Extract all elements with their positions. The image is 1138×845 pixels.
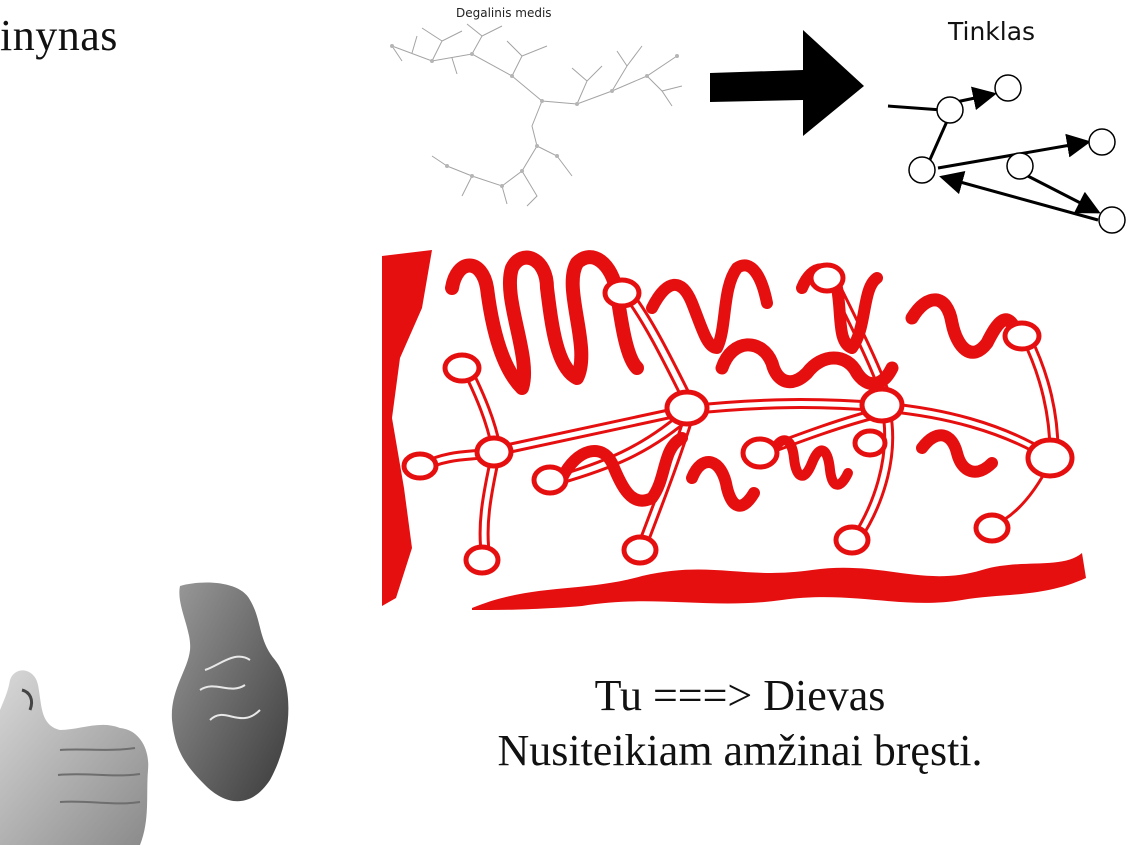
red-channel	[630, 290, 690, 395]
red-squiggle	[722, 345, 892, 384]
network-label: Tinklas	[948, 17, 1035, 46]
fractal-tree-image	[372, 6, 692, 216]
network-edge	[1020, 172, 1098, 212]
red-node	[1028, 440, 1072, 476]
caption: Tu ===> Dievas Nusiteikiam amžinai bręst…	[380, 668, 1100, 778]
red-squiggle	[912, 300, 1017, 352]
red-node	[743, 439, 777, 467]
network-node	[937, 97, 963, 123]
red-channel	[1022, 338, 1050, 453]
red-node	[624, 537, 656, 563]
tree-label: Degalinis medis	[456, 6, 552, 20]
red-node	[976, 515, 1008, 541]
red-wall	[472, 553, 1086, 610]
red-node	[855, 431, 885, 455]
network-node	[1089, 129, 1115, 155]
red-network-drawing	[382, 248, 1097, 610]
red-node	[811, 265, 843, 291]
red-node	[667, 392, 707, 424]
thumbs-up-hand	[0, 670, 148, 845]
heart-shape	[172, 583, 289, 802]
slide-title: inynas	[0, 10, 118, 61]
red-squiggle	[652, 265, 767, 348]
red-node	[605, 280, 639, 306]
red-squiggle	[922, 435, 992, 471]
red-node	[477, 438, 511, 466]
network-edge	[928, 119, 948, 164]
network-diagram	[880, 14, 1130, 244]
red-node	[445, 355, 479, 381]
red-node	[534, 467, 566, 493]
network-node	[1007, 153, 1033, 179]
caption-line-1: Tu ===> Dievas	[380, 668, 1100, 723]
network-node	[909, 157, 935, 183]
thumbs-up-and-heart-image	[0, 580, 300, 845]
arrow-shape	[710, 30, 864, 136]
red-squiggle	[692, 462, 754, 506]
network-edge	[956, 94, 994, 102]
network-node	[995, 75, 1021, 101]
network-node	[1099, 207, 1125, 233]
red-node	[404, 454, 436, 478]
red-node	[1005, 323, 1039, 349]
red-node	[862, 389, 902, 421]
caption-line-2: Nusiteikiam amžinai bręsti.	[380, 723, 1100, 778]
red-node	[836, 527, 868, 553]
network-edge	[888, 106, 942, 110]
red-channel	[852, 408, 885, 538]
right-arrow-icon	[708, 28, 868, 138]
red-blob	[382, 250, 432, 606]
red-node	[466, 547, 498, 573]
